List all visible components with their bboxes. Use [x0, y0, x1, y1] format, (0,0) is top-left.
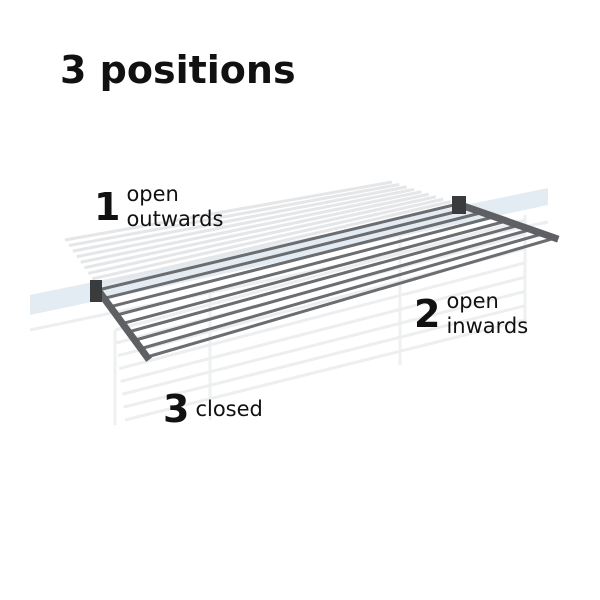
page-title: 3 positions [60, 48, 296, 92]
ghost-rail [118, 261, 526, 371]
ghost-rail [80, 190, 422, 264]
position-text: inwards [446, 314, 529, 338]
position-number: 2 [414, 292, 441, 336]
ghost-rail [121, 289, 526, 396]
rack-rail [115, 215, 495, 317]
rack-rail [146, 236, 556, 359]
ghost-rail [64, 180, 393, 242]
rack-rail [97, 202, 459, 292]
position-number: 1 [94, 185, 121, 229]
position-text: closed [195, 396, 263, 421]
ghost-rack-outwards [64, 180, 459, 292]
rack-rail [103, 206, 471, 300]
brackets [90, 196, 466, 302]
position-3-label: 3 closed [163, 390, 263, 428]
rack-rail [140, 232, 544, 351]
rack-end-bars [93, 199, 560, 362]
ghost-rail [123, 304, 526, 409]
position-number: 3 [163, 387, 190, 431]
ghost-rail [95, 200, 452, 286]
rack-rail [109, 211, 483, 309]
ghost-rail [124, 318, 526, 422]
ghost-rail [114, 218, 526, 332]
ghost-rail [88, 195, 437, 275]
ghost-rail [84, 192, 429, 270]
ghost-rail [68, 182, 400, 248]
rack-rail [122, 219, 507, 325]
ghost-rail [120, 275, 526, 383]
position-text: open [126, 182, 179, 206]
rack-rail [128, 223, 520, 334]
ghost-rail [76, 187, 415, 259]
ghost-rail [72, 185, 407, 253]
rack-inwards [97, 202, 556, 359]
position-text: open [446, 289, 499, 313]
position-text: outwards [126, 207, 224, 231]
ghost-rail [91, 197, 444, 281]
rack-rail [134, 228, 532, 342]
